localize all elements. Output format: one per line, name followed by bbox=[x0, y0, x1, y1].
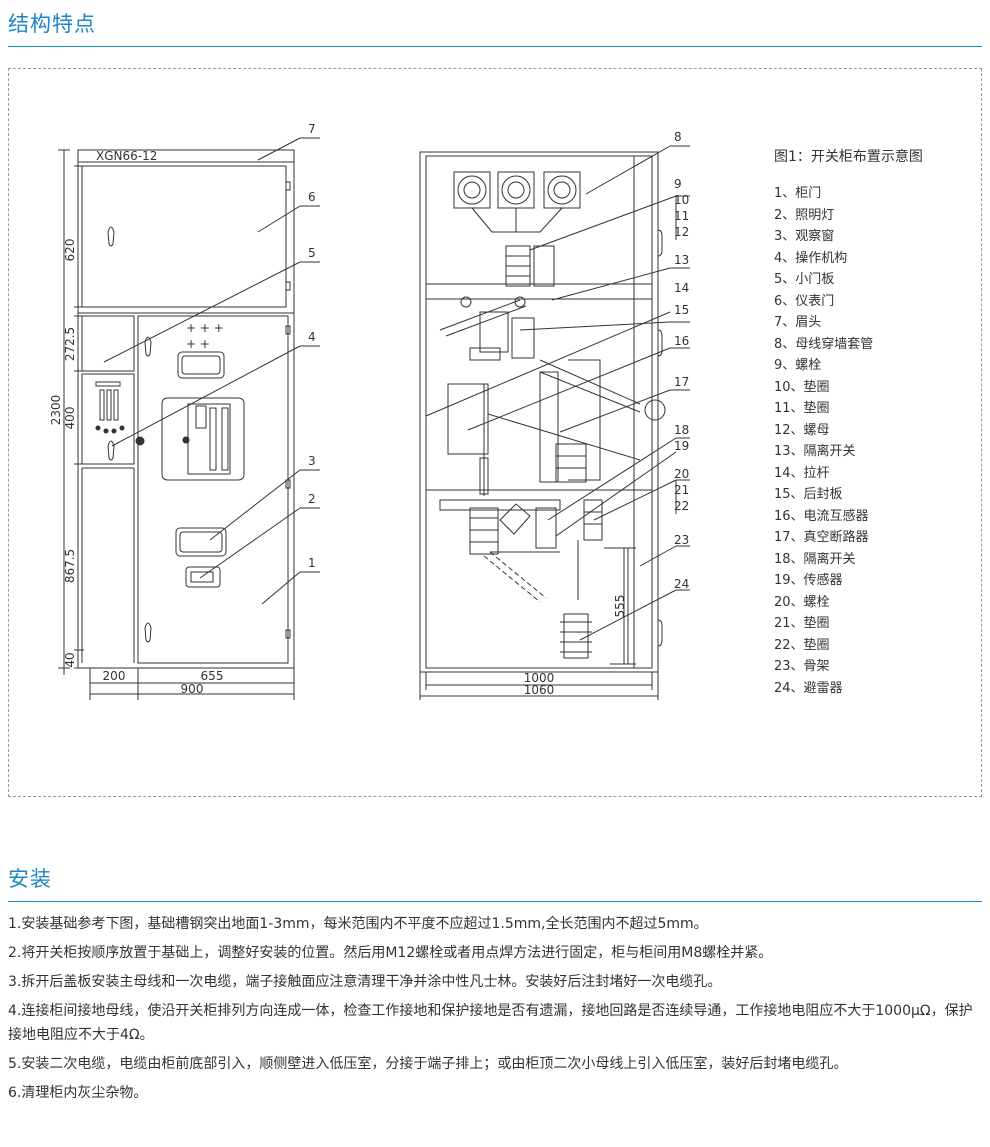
callout-3: 3 bbox=[308, 454, 316, 468]
legend-item: 5、小门板 bbox=[774, 272, 835, 287]
callout-2: 2 bbox=[308, 492, 316, 506]
dim-900: 900 bbox=[181, 682, 204, 696]
dim-867-5: 867.5 bbox=[63, 549, 77, 583]
model-label: XGN66-12 bbox=[96, 149, 157, 163]
install-step: 5.安装二次电缆，电缆由柜前底部引入，顺侧壁进入低压室，分接于端子排上；或由柜顶… bbox=[8, 1056, 848, 1072]
legend-item: 3、观察窗 bbox=[774, 229, 835, 244]
legend-item: 15、后封板 bbox=[774, 487, 843, 502]
install-step: 4.连接柜间接地母线，使沿开关柜排列方向连成一体，检查工作接地和保护接地是否有遗… bbox=[8, 1003, 973, 1043]
callout-10: 10 bbox=[674, 193, 689, 207]
dim-272-5: 272.5 bbox=[63, 327, 77, 361]
callout-19: 19 bbox=[674, 439, 689, 453]
figure-legend: 图1：开关柜布置示意图 1、柜门 2、照明灯 3、观察窗 4、操作机构 5、小门… bbox=[774, 146, 923, 699]
legend-item: 11、垫圈 bbox=[774, 401, 830, 416]
legend-item: 23、骨架 bbox=[774, 659, 830, 674]
dim-2300: 2300 bbox=[49, 395, 63, 426]
callout-15: 15 bbox=[674, 303, 689, 317]
callout-1: 1 bbox=[308, 556, 316, 570]
legend-item: 7、眉头 bbox=[774, 315, 822, 330]
install-step: 6.清理柜内灰尘杂物。 bbox=[8, 1085, 148, 1101]
side-view bbox=[419, 145, 690, 700]
legend-item: 13、隔离开关 bbox=[774, 444, 856, 459]
callout-8: 8 bbox=[674, 130, 682, 144]
install-step: 2.将开关柜按顺序放置于基础上，调整好安装的位置。然后用M12螺栓或者用点焊方法… bbox=[8, 945, 773, 961]
svg-text:+ + +: + + + bbox=[186, 321, 224, 335]
section-divider bbox=[8, 46, 982, 47]
callout-16: 16 bbox=[674, 334, 689, 348]
callout-6: 6 bbox=[308, 190, 316, 204]
callout-5: 5 bbox=[308, 246, 316, 260]
dim-655: 655 bbox=[201, 669, 224, 683]
install-step: 3.拆开后盖板安装主母线和一次电缆，端子接触面应注意清理干净并涂中性凡士林。安装… bbox=[8, 974, 722, 990]
dim-620: 620 bbox=[63, 239, 77, 262]
callout-22: 22 bbox=[674, 499, 689, 513]
callout-7: 7 bbox=[308, 122, 316, 136]
legend-item: 9、螺栓 bbox=[774, 358, 822, 373]
dim-40: 40 bbox=[63, 652, 77, 667]
legend-item: 2、照明灯 bbox=[774, 207, 835, 223]
dim-555: 555 bbox=[613, 595, 627, 618]
dim-200: 200 bbox=[103, 669, 126, 683]
figure-frame bbox=[8, 68, 982, 797]
legend-list: 1、柜门 2、照明灯 3、观察窗 4、操作机构 5、小门板 6、仪表门 7、眉头… bbox=[774, 183, 923, 699]
callout-13: 13 bbox=[674, 253, 689, 267]
legend-item: 24、避雷器 bbox=[774, 680, 843, 696]
legend-item: 4、操作机构 bbox=[774, 250, 848, 266]
legend-item: 8、母线穿墙套管 bbox=[774, 336, 874, 352]
callout-23: 23 bbox=[674, 533, 689, 547]
install-instructions: 1.安装基础参考下图，基础槽钢突出地面1-3mm，每米范围内不平度不应超过1.5… bbox=[8, 912, 984, 1110]
legend-item: 21、垫圈 bbox=[774, 616, 830, 631]
callout-9: 9 bbox=[674, 177, 682, 191]
dim-1060: 1060 bbox=[524, 683, 555, 697]
callout-20: 20 bbox=[674, 467, 689, 481]
legend-item: 20、螺栓 bbox=[774, 594, 830, 610]
figure-caption: 图1：开关柜布置示意图 bbox=[774, 149, 923, 165]
callout-12: 12 bbox=[674, 225, 689, 239]
legend-item: 19、传感器 bbox=[774, 573, 843, 588]
svg-text:+ +: + + bbox=[186, 337, 210, 351]
callout-21: 21 bbox=[674, 483, 689, 497]
legend-item: 14、拉杆 bbox=[774, 465, 830, 481]
front-view: + + + + + bbox=[58, 137, 320, 700]
callout-17: 17 bbox=[674, 375, 689, 389]
install-step: 1.安装基础参考下图，基础槽钢突出地面1-3mm，每米范围内不平度不应超过1.5… bbox=[8, 916, 708, 932]
dim-1000: 1000 bbox=[524, 671, 555, 685]
section-divider bbox=[8, 901, 982, 902]
section-title-install: 安装 bbox=[8, 867, 52, 891]
callout-14: 14 bbox=[674, 281, 689, 295]
legend-item: 16、电流互感器 bbox=[774, 508, 869, 524]
legend-item: 22、垫圈 bbox=[774, 637, 830, 653]
legend-item: 6、仪表门 bbox=[774, 293, 835, 309]
section-title-structure: 结构特点 bbox=[8, 12, 96, 36]
legend-item: 17、真空断路器 bbox=[774, 530, 869, 545]
dim-400: 400 bbox=[63, 407, 77, 430]
legend-item: 12、螺母 bbox=[774, 422, 830, 438]
callout-24: 24 bbox=[674, 577, 689, 591]
callout-4: 4 bbox=[308, 330, 316, 344]
callout-18: 18 bbox=[674, 423, 689, 437]
legend-item: 1、柜门 bbox=[774, 186, 822, 201]
legend-item: 18、隔离开关 bbox=[774, 551, 856, 567]
callout-11: 11 bbox=[674, 209, 689, 223]
legend-item: 10、垫圈 bbox=[774, 379, 830, 395]
